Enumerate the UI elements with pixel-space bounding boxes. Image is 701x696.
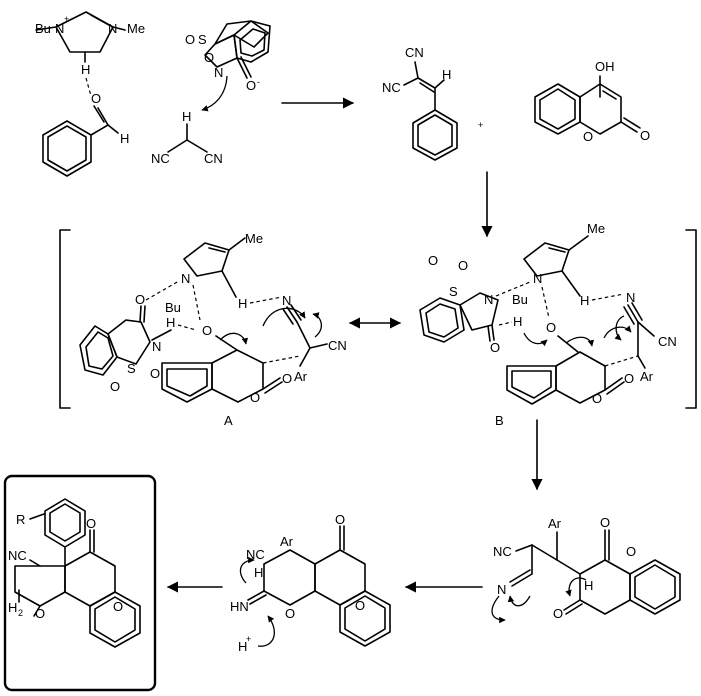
h-label: H	[120, 131, 129, 146]
subscript-2: 2	[18, 608, 23, 618]
h-plus-label: H	[238, 639, 247, 654]
nc-label: NC	[493, 544, 512, 559]
o-label: O	[35, 606, 45, 621]
label-a: A	[224, 413, 233, 428]
h-label: H	[254, 565, 263, 580]
o-label: O	[282, 371, 292, 386]
n-label: N	[533, 271, 542, 286]
o-label: O	[285, 606, 295, 621]
o-label: O	[546, 320, 556, 335]
o-label: O	[553, 606, 563, 621]
right-bracket	[685, 229, 697, 409]
minus-charge: -	[257, 77, 260, 87]
o-label: O	[335, 512, 345, 527]
benzaldehyde: O H	[42, 91, 129, 177]
ar-label: Ar	[548, 516, 562, 531]
h-label: H	[442, 67, 451, 82]
h-label: H	[81, 62, 90, 77]
plus-sign: +	[478, 120, 483, 130]
o-label: O	[185, 32, 195, 47]
imidazolium-cation: Bu N + N Me H	[35, 11, 145, 97]
h-label: H	[513, 314, 522, 329]
nc-label: NC	[8, 548, 27, 563]
o-label: O	[150, 366, 160, 381]
h2n-label: H	[8, 600, 17, 615]
cn-label: CN	[658, 334, 677, 349]
n-label: N	[497, 582, 506, 597]
malononitrile: H NC CN	[151, 109, 223, 166]
cn-label: CN	[204, 151, 223, 166]
cn-label: CN	[405, 45, 424, 60]
n-plus-label: N	[55, 21, 64, 36]
michael-adduct: Ar NC N O O O H	[491, 515, 681, 624]
nc-label: NC	[246, 547, 265, 562]
o-label: O	[202, 323, 212, 338]
n-label: N	[484, 292, 493, 307]
me-label: Me	[587, 221, 605, 236]
plus-charge: +	[246, 634, 251, 644]
nc-label: NC	[382, 80, 401, 95]
o-label: O	[640, 128, 650, 143]
n-label: N	[282, 293, 291, 308]
h-label: H	[182, 109, 191, 124]
h-label: H	[166, 315, 175, 330]
n-label: N	[152, 339, 161, 354]
o-minus-label: O	[246, 78, 256, 93]
o-label: O	[626, 544, 636, 559]
ar-label: Ar	[640, 369, 654, 384]
o-label: O	[583, 129, 593, 144]
o-label: O	[91, 91, 101, 106]
bu-label: Bu	[165, 300, 181, 315]
h-label: H	[238, 296, 247, 311]
left-bracket	[59, 229, 71, 409]
nc-label: NC	[151, 151, 170, 166]
ar-label: Ar	[294, 369, 308, 384]
o-label: O	[113, 599, 123, 614]
o-label: O	[250, 390, 260, 405]
cn-label: CN	[328, 338, 347, 353]
o-label: O	[592, 391, 602, 406]
n-label: N	[626, 290, 635, 305]
o-label: O	[624, 371, 634, 386]
plus-charge: +	[64, 14, 69, 24]
o-label: O	[204, 50, 214, 65]
intermediate-a: Me N Bu H N CN Ar O H O N S O O O O A	[79, 231, 347, 428]
r-label: R	[16, 512, 25, 527]
o-label: O	[86, 516, 96, 531]
ar-label: Ar	[280, 534, 294, 549]
imine-intermediate: Ar NC H O O O HN H +	[230, 512, 391, 654]
o-label: O	[458, 258, 468, 273]
bu-label: Bu	[512, 292, 528, 307]
label-b: B	[495, 413, 504, 428]
intermediate-b: Me N Bu H N CN Ar O O S N O H O O O B	[419, 221, 677, 428]
o-label: O	[355, 598, 365, 613]
o-label: O	[600, 515, 610, 530]
h-label: H	[584, 578, 593, 593]
s-label: S	[127, 361, 136, 376]
final-product-box: R O O O NC H 2	[3, 474, 157, 692]
oh-label: OH	[595, 59, 615, 74]
n-label: N	[108, 21, 117, 36]
hn-label: HN	[230, 599, 249, 614]
h-label: H	[580, 293, 589, 308]
bu-label: Bu	[35, 21, 51, 36]
s-label: S	[449, 284, 458, 299]
o-label: O	[135, 292, 145, 307]
saccharin-anion: S O O N O -	[185, 20, 271, 112]
benzylidene-malononitrile: CN NC H	[382, 45, 458, 161]
n-label: N	[214, 65, 223, 80]
me-label: Me	[245, 231, 263, 246]
n-label: N	[181, 271, 190, 286]
o-label: O	[428, 253, 438, 268]
4-hydroxycoumarin: OH O O	[534, 59, 650, 144]
me-label: Me	[127, 21, 145, 36]
o-label: O	[110, 379, 120, 394]
o-label: O	[490, 340, 500, 355]
s-label: S	[198, 32, 207, 47]
